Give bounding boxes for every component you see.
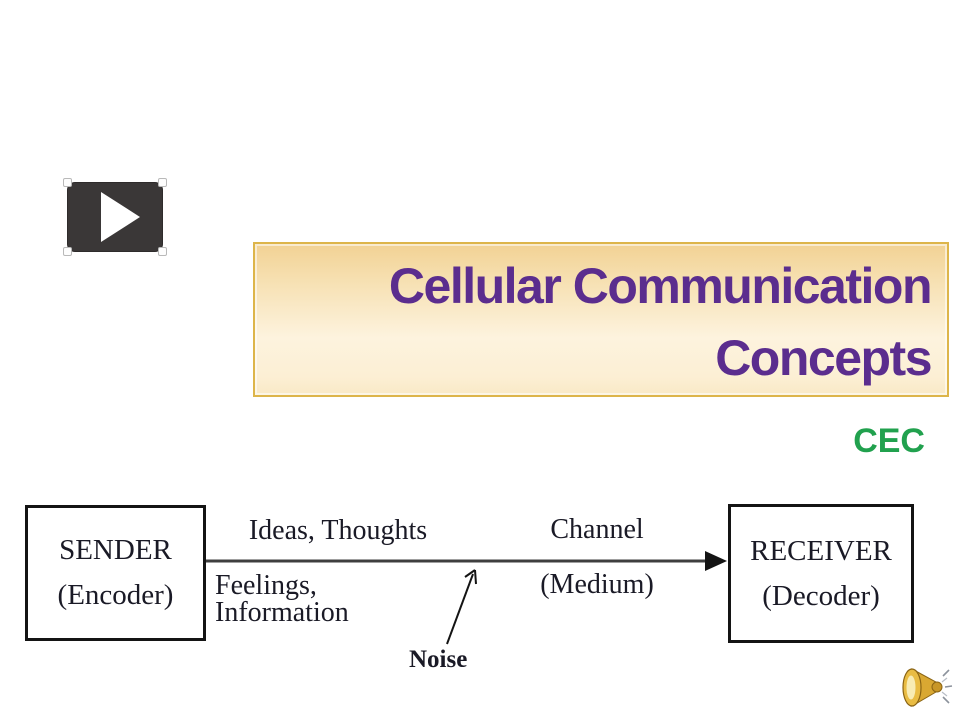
label-feelings-information: Feelings, Information bbox=[215, 570, 349, 628]
sender-subtitle: (Encoder) bbox=[57, 579, 174, 611]
sound-ray bbox=[942, 669, 950, 677]
selection-handle[interactable] bbox=[158, 178, 167, 187]
sender-title: SENDER bbox=[59, 534, 172, 566]
play-button[interactable] bbox=[63, 178, 167, 256]
sound-ray bbox=[941, 677, 948, 683]
selection-handle[interactable] bbox=[63, 178, 72, 187]
sound-ray bbox=[944, 685, 953, 688]
speaker-bell-highlight bbox=[906, 675, 916, 700]
label-information: Information bbox=[215, 597, 349, 628]
label-channel: Channel bbox=[550, 514, 644, 545]
receiver-box: RECEIVER (Decoder) bbox=[728, 504, 914, 643]
noise-arrowhead-icon bbox=[474, 569, 477, 585]
play-icon bbox=[101, 192, 140, 242]
receiver-title: RECEIVER bbox=[750, 534, 892, 567]
noise-arrow-shaft bbox=[446, 573, 474, 645]
speaker-knob bbox=[931, 681, 943, 693]
sender-box: SENDER (Encoder) bbox=[25, 505, 206, 641]
selection-handle[interactable] bbox=[158, 247, 167, 256]
label-ideas-thoughts: Ideas, Thoughts bbox=[248, 515, 428, 546]
subtitle-cec: CEC bbox=[853, 422, 925, 460]
label-medium: (Medium) bbox=[540, 569, 654, 600]
noise-label: Noise bbox=[409, 646, 468, 673]
receiver-subtitle: (Decoder) bbox=[762, 579, 880, 612]
sound-ray bbox=[942, 696, 950, 704]
selection-handle[interactable] bbox=[63, 247, 72, 256]
speaker-icon[interactable] bbox=[898, 663, 954, 713]
noise-arrowhead-icon bbox=[464, 569, 476, 578]
flow-arrowhead-icon bbox=[705, 551, 727, 571]
title-line-1: Cellular Communication bbox=[388, 258, 933, 314]
sound-ray bbox=[941, 691, 948, 697]
title-line-2: Concepts bbox=[715, 330, 932, 386]
label-feelings: Feelings, bbox=[215, 570, 317, 601]
title-box: Cellular Communication Concepts bbox=[253, 242, 949, 397]
